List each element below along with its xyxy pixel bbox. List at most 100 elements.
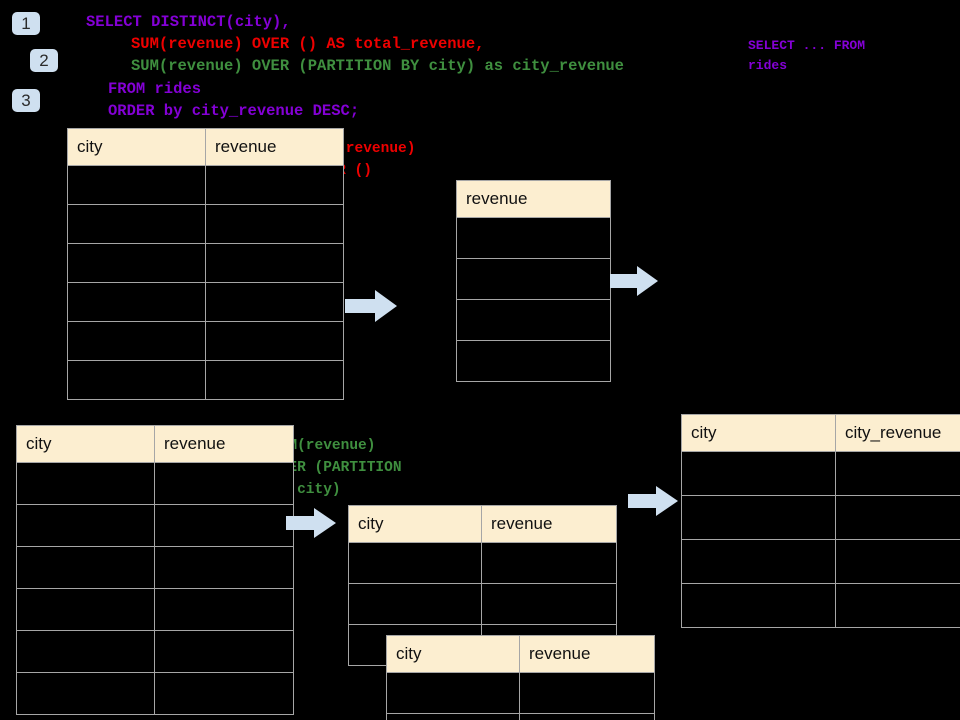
column-header-revenue: revenue: [205, 128, 344, 166]
table-cell: [519, 672, 655, 714]
table-row: [16, 630, 294, 673]
table-row: [67, 243, 344, 283]
arrow-right-icon-top-left: [345, 290, 397, 322]
table-cell: [456, 217, 611, 259]
table-row: [67, 282, 344, 322]
table-cell: [386, 713, 520, 720]
column-header-city-revenue: city_revenue: [835, 414, 960, 452]
table-cell: [16, 588, 155, 631]
table-row: [681, 495, 960, 540]
table-cell: [67, 165, 206, 205]
table-row: [16, 546, 294, 589]
table-row: [348, 583, 617, 625]
table-row: [67, 360, 344, 400]
table-cell: [456, 299, 611, 341]
table-row: [456, 299, 611, 341]
table-cell: [205, 360, 344, 400]
table-row: [681, 583, 960, 628]
table-row: [16, 462, 294, 505]
table-header-row: city revenue: [67, 128, 344, 166]
table-cell: [835, 583, 960, 628]
table-cell: [205, 204, 344, 244]
column-header-revenue: revenue: [456, 180, 611, 218]
table-cell: [481, 583, 617, 625]
table-header-row: city city_revenue: [681, 414, 960, 452]
arrow-right-icon-top-right: [610, 266, 658, 296]
table-cell: [154, 588, 294, 631]
table-row: [67, 321, 344, 361]
table-cell: [835, 451, 960, 496]
table-cell: [681, 451, 836, 496]
sql-line-total-revenue: SUM(revenue) OVER () AS total_revenue,: [131, 35, 485, 53]
table-row: [681, 539, 960, 584]
result-table: city city_revenue: [681, 414, 960, 628]
table-cell: [835, 495, 960, 540]
table-row: [16, 588, 294, 631]
table-cell: [348, 542, 482, 584]
step-badge-1: 1: [12, 12, 40, 35]
table-row: [456, 258, 611, 300]
column-header-city: city: [16, 425, 155, 463]
table-row: [386, 713, 655, 720]
sql-line-select: SELECT DISTINCT(city),: [86, 13, 291, 31]
table-cell: [205, 282, 344, 322]
table-cell: [154, 504, 294, 547]
step-badge-2: 2: [30, 49, 58, 72]
table-cell: [16, 504, 155, 547]
table-cell: [67, 282, 206, 322]
column-header-city: city: [348, 505, 482, 543]
table-cell: [154, 462, 294, 505]
table-cell: [519, 713, 655, 720]
table-header-row: revenue: [456, 180, 611, 218]
table-cell: [154, 672, 294, 715]
table-cell: [456, 340, 611, 382]
rides-table-top: city revenue: [67, 128, 344, 400]
column-header-revenue: revenue: [519, 635, 655, 673]
table-row: [16, 504, 294, 547]
total-revenue-table: revenue: [456, 180, 611, 382]
table-cell: [67, 204, 206, 244]
table-cell: [67, 243, 206, 283]
arrow-right-icon-bottom-right: [628, 486, 678, 516]
table-cell: [16, 672, 155, 715]
table-cell: [205, 165, 344, 205]
table-cell: [67, 360, 206, 400]
sql-line-city-revenue: SUM(revenue) OVER (PARTITION BY city) as…: [131, 57, 624, 75]
step-badge-3: 3: [12, 89, 40, 112]
column-header-revenue: revenue: [481, 505, 617, 543]
rides-table-bottom: city revenue: [16, 425, 294, 715]
table-cell: [386, 672, 520, 714]
table-cell: [16, 462, 155, 505]
table-cell: [681, 539, 836, 584]
table-cell: [154, 546, 294, 589]
table-cell: [835, 539, 960, 584]
table-cell: [348, 583, 482, 625]
city-revenue-annotation-line-1: SUM(revenue): [271, 438, 376, 454]
arrow-right-icon-bottom-left: [286, 508, 336, 538]
partition-table-back: city revenue: [348, 505, 617, 666]
table-cell: [681, 583, 836, 628]
table-cell: [456, 258, 611, 300]
table-row: [67, 165, 344, 205]
column-header-city: city: [67, 128, 206, 166]
table-row: [456, 217, 611, 259]
table-cell: [16, 630, 155, 673]
table-cell: [67, 321, 206, 361]
table-cell: [481, 542, 617, 584]
column-header-revenue: revenue: [154, 425, 294, 463]
column-header-city: city: [681, 414, 836, 452]
table-row: [348, 542, 617, 584]
table-cell: [681, 495, 836, 540]
partition-table-front: city revenue: [386, 635, 655, 720]
sql-line-from: FROM rides: [108, 80, 202, 98]
table-header-row: city revenue: [348, 505, 617, 543]
table-row: [16, 672, 294, 715]
column-header-city: city: [386, 635, 520, 673]
side-note-line-1: SELECT ... FROM: [748, 38, 866, 53]
table-cell: [16, 546, 155, 589]
table-cell: [205, 321, 344, 361]
table-header-row: city revenue: [386, 635, 655, 673]
table-header-row: city revenue: [16, 425, 294, 463]
table-row: [386, 672, 655, 714]
